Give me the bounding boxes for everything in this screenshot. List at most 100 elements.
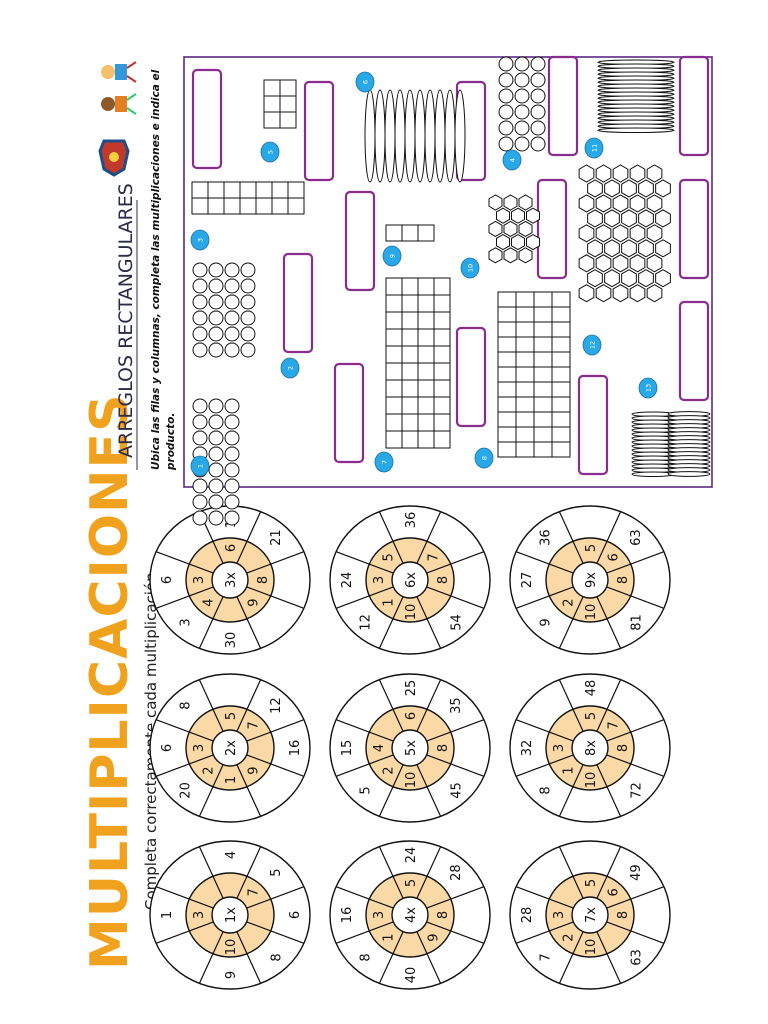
wheel-inner-number: 10 <box>584 604 599 621</box>
wheel-inner-number: 3 <box>192 911 207 919</box>
wheel-inner-number: 8 <box>436 744 451 752</box>
wheel-inner-number: 3 <box>192 576 207 584</box>
wheel-outer-number: 35 <box>449 697 464 714</box>
wheel-inner-number: 2 <box>561 933 576 941</box>
wheel-inner-number: 4 <box>201 598 216 606</box>
wheel-outer-number: 54 <box>449 614 464 631</box>
wheel-outer-number: 36 <box>539 529 554 546</box>
wheel-outer-number: 12 <box>359 614 374 631</box>
wheel-outer-number: 4 <box>224 851 239 859</box>
wheel-inner-number: 9 <box>247 766 262 774</box>
wheel-inner-number: 5 <box>404 879 419 887</box>
wheel-outer-number: 25 <box>404 680 419 697</box>
wheel-outer-number: 24 <box>340 572 355 589</box>
wheel-inner-number: 7 <box>247 721 262 729</box>
wheel-outer-number: 8 <box>359 953 374 961</box>
wheel-outer-number: 5 <box>269 868 284 876</box>
wheel-outer-number: 63 <box>629 949 644 966</box>
wheel-outer-number: 6 <box>160 576 175 584</box>
wheel-center-label: 8x <box>584 740 599 756</box>
wheel-inner-number: 2 <box>561 598 576 606</box>
wheel-outer-number: 21 <box>269 529 284 546</box>
wheel-outer-number: 9 <box>224 971 239 979</box>
wheel-outer-number: 45 <box>449 782 464 799</box>
wheel-inner-number: 6 <box>224 544 239 552</box>
wheel-outer-number: 7 <box>539 953 554 961</box>
wheel-outer-number: 81 <box>629 614 644 631</box>
wheel-inner-number: 10 <box>584 939 599 956</box>
wheel-outer-number: 16 <box>288 740 303 757</box>
wheel-outer-number: 5 <box>359 786 374 794</box>
wheel-inner-number: 6 <box>607 553 622 561</box>
wheel-inner-number: 4 <box>372 744 387 752</box>
wheel-inner-number: 7 <box>427 553 442 561</box>
wheel-outer-number: 72 <box>629 782 644 799</box>
wheel-inner-number: 7 <box>247 888 262 896</box>
wheel-inner-number: 8 <box>616 576 631 584</box>
wheel-inner-number: 5 <box>381 553 396 561</box>
wheel-outer-number: 15 <box>224 512 239 529</box>
wheel-inner-number: 6 <box>404 712 419 720</box>
wheel-inner-number: 1 <box>381 933 396 941</box>
wheel-inner-number: 2 <box>201 766 216 774</box>
wheel-inner-number: 5 <box>224 712 239 720</box>
wheel-inner-number: 1 <box>381 598 396 606</box>
wheel-inner-number: 10 <box>404 772 419 789</box>
wheel-inner-number: 3 <box>552 911 567 919</box>
wheel-center-label: 2x <box>224 740 239 756</box>
wheel-center-label: 3x <box>224 572 239 588</box>
wheel-inner-number: 7 <box>607 721 622 729</box>
wheels-group: 1x31475681092x368571216912203x3661521893… <box>149 505 671 990</box>
wheel-inner-number: 2 <box>381 766 396 774</box>
wheel-inner-number: 3 <box>372 576 387 584</box>
wheel-outer-number: 8 <box>539 786 554 794</box>
wheel-center-label: 4x <box>404 907 419 923</box>
wheel-center-label: 5x <box>404 740 419 756</box>
wheel-outer-number: 8 <box>179 701 194 709</box>
wheel-inner-number: 8 <box>616 744 631 752</box>
wheel-center-label: 9x <box>584 572 599 588</box>
wheel-outer-number: 48 <box>584 680 599 697</box>
wheel-inner-number: 3 <box>372 911 387 919</box>
wheel-inner-number: 10 <box>584 772 599 789</box>
wheel-center-label: 6x <box>404 572 419 588</box>
wheel-outer-number: 12 <box>269 697 284 714</box>
wheel-center-label: 1x <box>224 907 239 923</box>
wheel-inner-number: 5 <box>584 879 599 887</box>
multiplicaciones-title: MULTIPLICACIONES <box>80 393 140 970</box>
wheel-inner-number: 1 <box>224 776 239 784</box>
wheel-center-label: 7x <box>584 907 599 923</box>
wheel-inner-number: 9 <box>247 598 262 606</box>
wheel-outer-number: 3 <box>179 618 194 626</box>
wheel-outer-number: 20 <box>179 782 194 799</box>
wheel-inner-number: 8 <box>436 576 451 584</box>
wheel-outer-number: 24 <box>404 847 419 864</box>
wheel-outer-number: 28 <box>520 907 535 924</box>
wheel-outer-number: 28 <box>449 864 464 881</box>
wheel-inner-number: 10 <box>224 939 239 956</box>
wheel-inner-number: 9 <box>427 933 442 941</box>
wheel-outer-number: 16 <box>340 907 355 924</box>
wheel-outer-number: 8 <box>269 953 284 961</box>
wheel-inner-number: 5 <box>584 712 599 720</box>
wheel-outer-number: 49 <box>629 864 644 881</box>
wheel-outer-number: 6 <box>288 911 303 919</box>
wheel-outer-number: 27 <box>520 572 535 589</box>
wheel-outer-number: 32 <box>520 740 535 757</box>
wheel-outer-number: 9 <box>539 618 554 626</box>
wheel-inner-number: 3 <box>552 744 567 752</box>
wheel-inner-number: 10 <box>404 604 419 621</box>
wheel-inner-number: 8 <box>616 911 631 919</box>
wheel-outer-number: 40 <box>404 967 419 984</box>
